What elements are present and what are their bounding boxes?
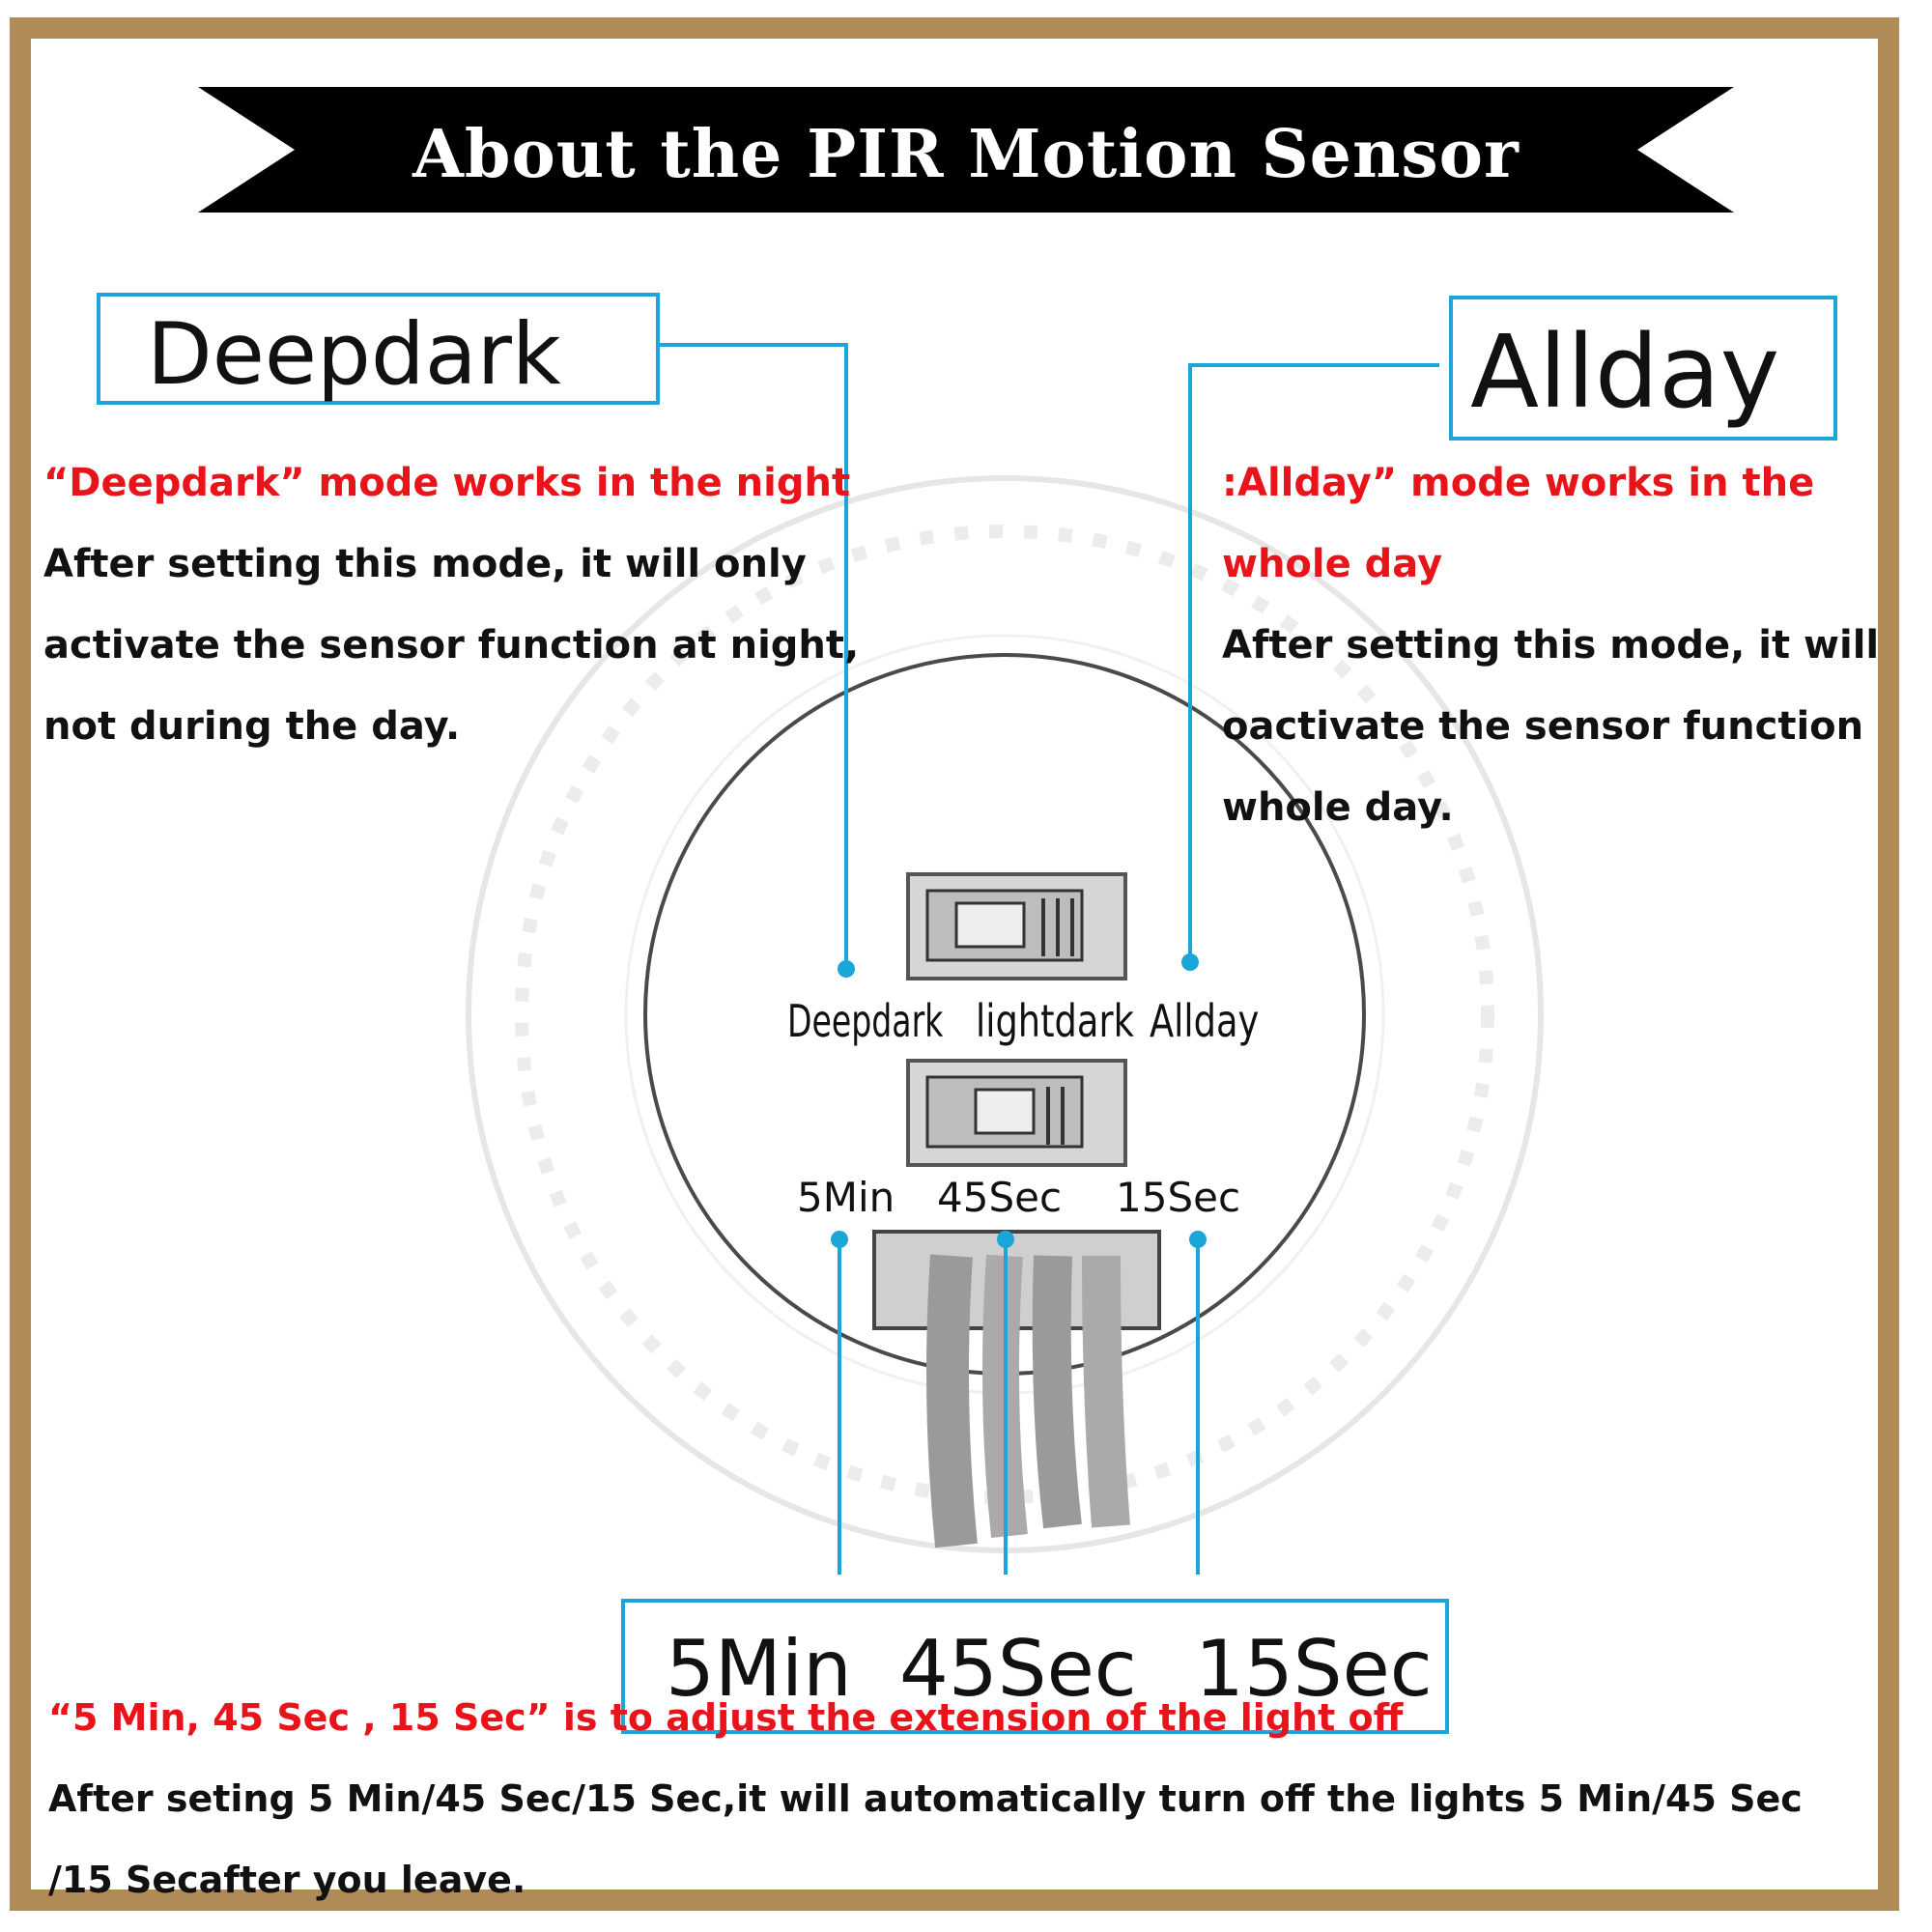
device-label-lightdark: lightdark <box>976 995 1134 1047</box>
allday-callout-label: Allday <box>1470 313 1780 431</box>
device-label-deepdark: Deepdark <box>787 995 944 1047</box>
allday-line-2: oactivate the sensor function <box>1222 704 1864 749</box>
timer-heading: “5 Min, 45 Sec , 15 Sec” is to adjust th… <box>48 1696 1404 1739</box>
timer-callout-45sec: 45Sec <box>899 1624 1137 1714</box>
deepdark-line-3: not during the day. <box>43 704 461 749</box>
timer-description: “5 Min, 45 Sec , 15 Sec” is to adjust th… <box>48 1677 1803 1920</box>
allday-description: :Allday” mode works in the whole day Aft… <box>1222 442 1879 848</box>
timer-callout: 5Min 45Sec 15Sec <box>621 1599 1449 1734</box>
allday-line-1: After setting this mode, it will <box>1222 623 1880 668</box>
timer-callout-5min: 5Min <box>666 1624 852 1714</box>
allday-callout: Allday <box>1449 296 1837 440</box>
timer-callout-15sec: 15Sec <box>1195 1624 1433 1714</box>
deepdark-callout-label: Deepdark <box>147 304 561 404</box>
timer-line-2: /15 Secafter you leave. <box>48 1859 526 1901</box>
deepdark-heading: “Deepdark” mode works in the night <box>43 461 851 505</box>
page-title: About the PIR Motion Sensor <box>412 116 1520 193</box>
allday-heading-line-1: :Allday” mode works in the <box>1222 461 1815 505</box>
allday-line-3: whole day. <box>1222 785 1454 830</box>
device-label-allday: Allday <box>1150 995 1260 1047</box>
device-label-5min: 5Min <box>797 1174 895 1221</box>
device-label-15sec: 15Sec <box>1116 1174 1241 1221</box>
deepdark-line-1: After setting this mode, it will only <box>43 542 807 586</box>
allday-heading-line-2: whole day <box>1222 542 1443 586</box>
title-banner <box>198 87 1734 213</box>
deepdark-line-2: activate the sensor function at night, <box>43 623 860 668</box>
deepdark-description: “Deepdark” mode works in the night After… <box>43 442 859 767</box>
deepdark-callout: Deepdark <box>97 293 660 405</box>
timer-line-1: After seting 5 Min/45 Sec/15 Sec,it will… <box>48 1777 1803 1820</box>
device-label-45sec: 45Sec <box>937 1174 1063 1221</box>
